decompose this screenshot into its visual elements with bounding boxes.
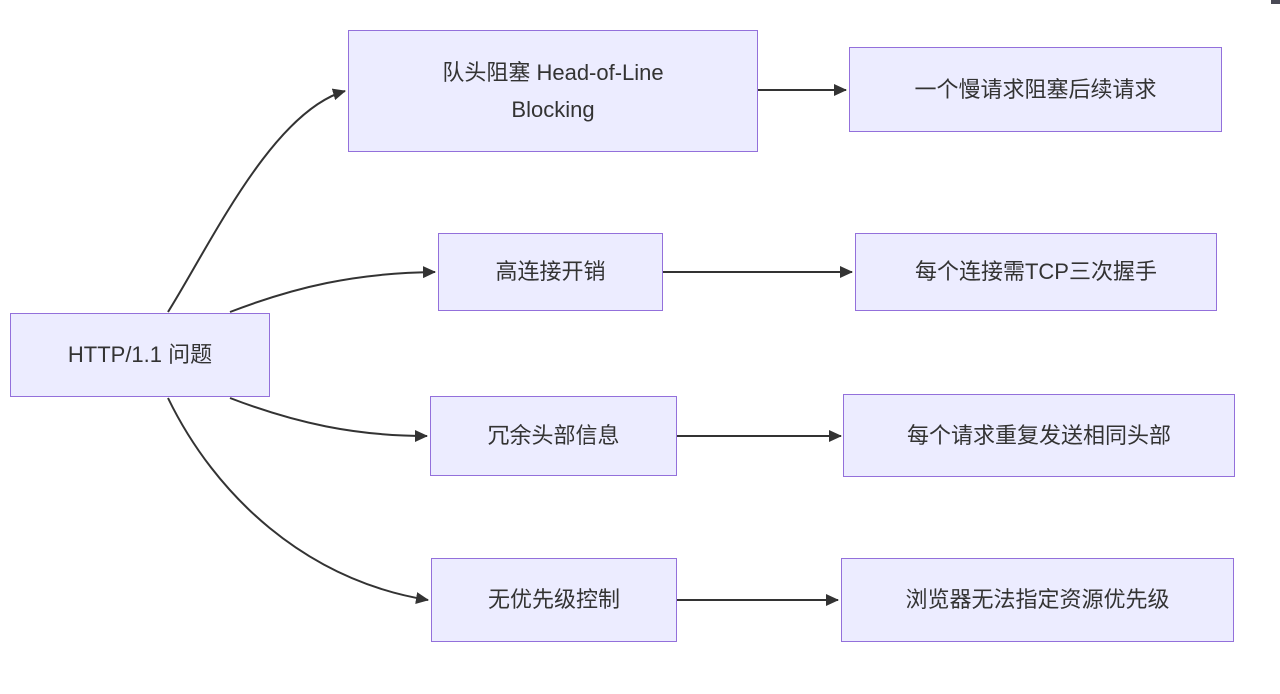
node-http11-problems: HTTP/1.1 问题 xyxy=(10,313,270,397)
edge-root-to-problem-1 xyxy=(167,88,346,313)
edge-root-to-problem-3 xyxy=(229,397,428,442)
node-desc-redundant-headers: 每个请求重复发送相同头部 xyxy=(843,394,1235,477)
node-desc-no-prioritization: 浏览器无法指定资源优先级 xyxy=(841,558,1234,642)
node-problem-connection-overhead: 高连接开销 xyxy=(438,233,663,311)
screen-corner-artifact xyxy=(1271,0,1280,4)
edge-root-to-problem-2 xyxy=(229,266,436,313)
node-problem-redundant-headers: 冗余头部信息 xyxy=(430,396,677,476)
node-problem-head-of-line-blocking: 队头阻塞 Head-of-Line Blocking xyxy=(348,30,758,152)
node-desc-connection-overhead: 每个连接需TCP三次握手 xyxy=(855,233,1217,311)
node-problem-no-prioritization: 无优先级控制 xyxy=(431,558,677,642)
node-desc-head-of-line-blocking: 一个慢请求阻塞后续请求 xyxy=(849,47,1222,132)
edge-root-to-problem-4 xyxy=(167,397,429,604)
